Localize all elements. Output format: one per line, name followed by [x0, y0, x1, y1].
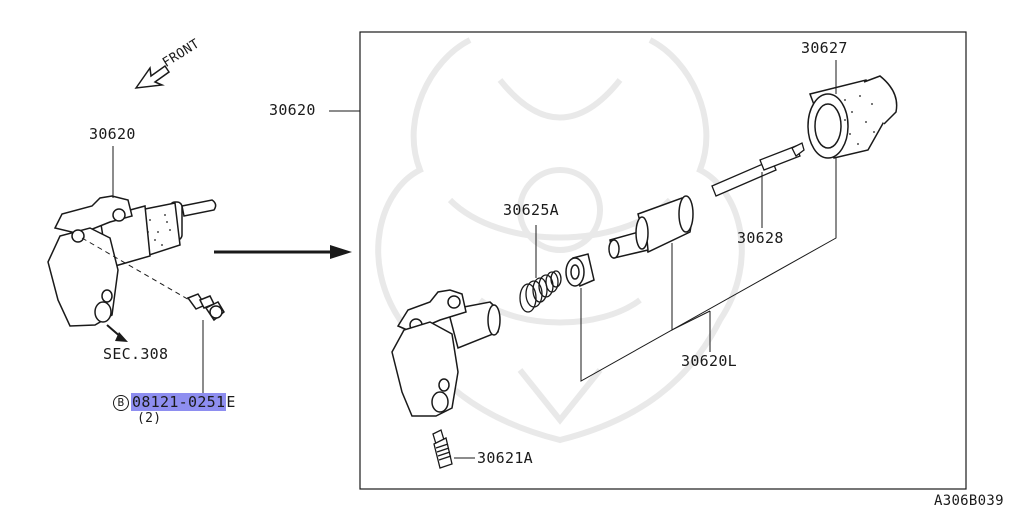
- pushrod-label[interactable]: 30628: [737, 229, 784, 247]
- slave-cylinder-box: [391, 289, 501, 417]
- piston-seal: [565, 253, 595, 288]
- bolt-b-icon: B: [113, 395, 129, 411]
- bleeder-screw: [432, 429, 453, 469]
- push-rod: [711, 142, 805, 197]
- bolt-qty: (2): [137, 411, 162, 426]
- bleeder-label[interactable]: 30621A: [477, 449, 533, 467]
- dust-boot: [807, 75, 898, 159]
- watermark-crest: [375, 37, 745, 444]
- front-arrow-icon: [134, 64, 171, 89]
- sec-arrow-icon: [106, 324, 128, 342]
- boot-label[interactable]: 30627: [801, 39, 848, 57]
- diagram-code: A306B039: [934, 493, 1004, 509]
- bolt-part-number[interactable]: 08121-0251: [131, 393, 227, 411]
- slave-cylinder-left: [47, 195, 217, 327]
- bolt-suffix: E: [226, 393, 236, 411]
- sec-label[interactable]: SEC.308: [103, 345, 169, 363]
- left-assembly-label: 30620: [89, 125, 136, 143]
- bolt: [186, 293, 225, 322]
- bolt-path-dashed: [81, 237, 199, 306]
- spring-label[interactable]: 30625A: [503, 201, 559, 219]
- kit-bracket: [580, 158, 837, 382]
- arrow-right-icon: [214, 245, 352, 259]
- assembly-box: [359, 31, 967, 490]
- piston: [608, 195, 694, 259]
- kit-label[interactable]: 30620L: [681, 352, 737, 370]
- box-assembly-label[interactable]: 30620: [269, 101, 316, 119]
- spring: [519, 270, 562, 313]
